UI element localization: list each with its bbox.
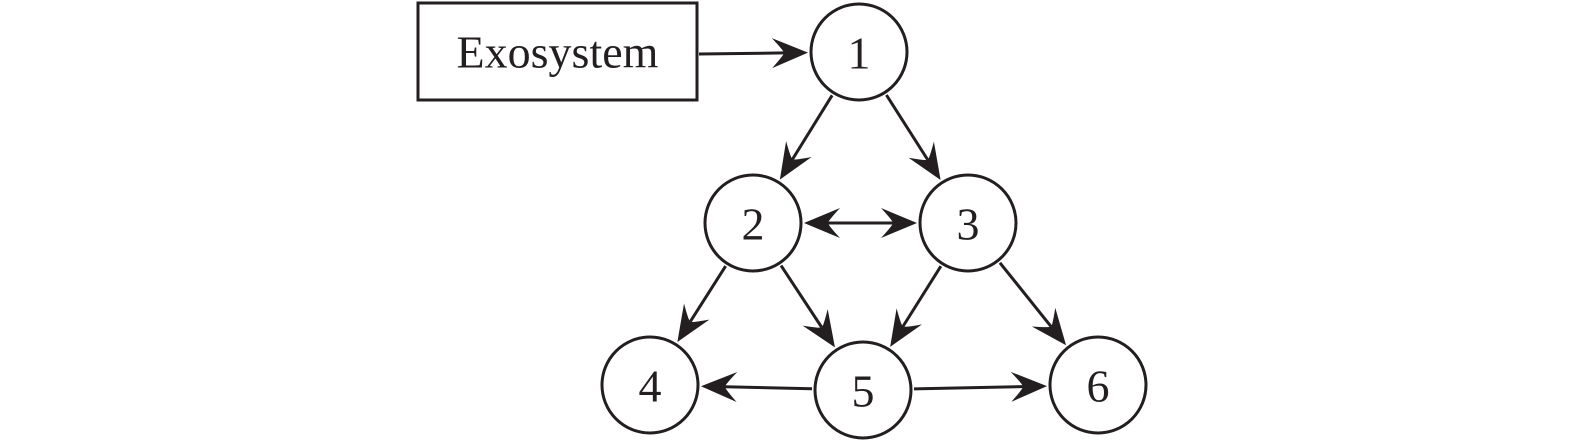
- edge-2-to-5: [779, 264, 823, 329]
- arrowhead-3-to-2: [804, 208, 840, 238]
- edge-5-to-6: [913, 385, 1024, 391]
- arrowhead-exosystem-to-1: [771, 38, 809, 69]
- node-4-label: 4: [639, 361, 662, 412]
- node-1-label: 1: [848, 28, 871, 79]
- node-6: 6: [1048, 335, 1148, 435]
- node-2-label: 2: [742, 199, 765, 250]
- exosystem-box-frame: [416, 1, 699, 102]
- node-1: 1: [809, 2, 909, 102]
- edge-3-to-6: [998, 261, 1053, 328]
- arrowhead-5-to-4: [700, 372, 738, 403]
- edge-1-to-2: [791, 94, 834, 161]
- arrowhead-1-to-3: [908, 141, 941, 180]
- edge-2-to-4: [688, 265, 727, 323]
- exosystem-box: Exosystem: [416, 1, 699, 102]
- node-2-circle: [703, 173, 803, 273]
- node-6-circle: [1048, 335, 1148, 435]
- node-6-label: 6: [1087, 361, 1110, 412]
- edge-3-to-5: [901, 265, 943, 328]
- edge-5-to-4: [724, 385, 813, 391]
- node-4: 4: [600, 335, 700, 435]
- arrowhead-1-to-2: [779, 141, 812, 180]
- arrowhead-3-to-6: [1031, 307, 1067, 346]
- node-5-label: 5: [852, 366, 875, 417]
- edges-layer: [677, 38, 1067, 403]
- nodes-layer: Exosystem 1 2 3 4 5 6: [416, 1, 1148, 440]
- arrowhead-3-to-5: [890, 308, 923, 347]
- arrowhead-5-to-6: [1010, 371, 1048, 402]
- arrowhead-2-to-4: [677, 303, 710, 342]
- arrowhead-2-to-3: [881, 208, 917, 238]
- node-3-label: 3: [957, 199, 980, 250]
- node-4-circle: [600, 335, 700, 435]
- node-5-circle: [813, 340, 913, 440]
- arrowhead-2-to-5: [802, 309, 835, 348]
- edge-exosystem-to-1: [698, 51, 785, 56]
- node-1-circle: [809, 2, 909, 102]
- node-5: 5: [813, 340, 913, 440]
- node-3-circle: [918, 173, 1018, 273]
- exosystem-label: Exosystem: [457, 27, 659, 78]
- node-2: 2: [703, 173, 803, 273]
- edge-1-to-3: [885, 94, 929, 161]
- node-3: 3: [918, 173, 1018, 273]
